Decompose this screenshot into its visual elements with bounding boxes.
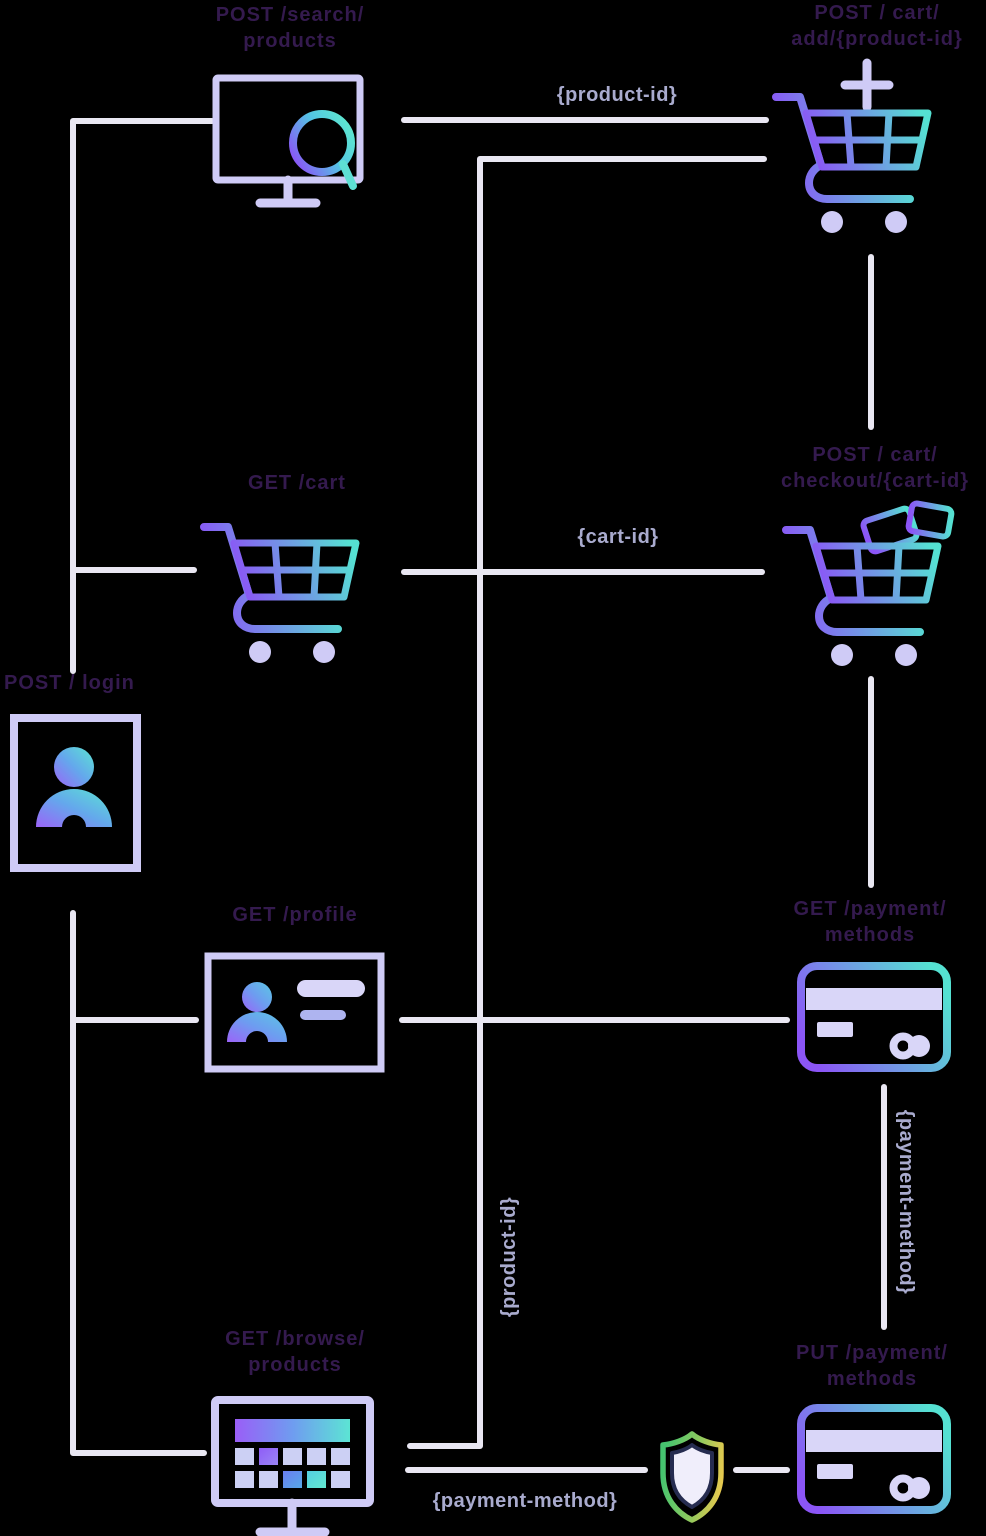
add-to-cart-icon: [772, 58, 932, 233]
search-endpoint-label: POST /search/ products: [215, 4, 365, 52]
product-id-vertical-edge-label: {product-id}: [498, 1196, 520, 1318]
connector-login-to-search: [70, 118, 215, 674]
credit-card-edit-icon: [797, 1404, 951, 1514]
cart-add-endpoint-label: POST / cart/ add/{product-id}: [791, 2, 963, 50]
get-payment-endpoint-label: GET /payment/ methods: [793, 898, 947, 946]
put-payment-endpoint-label: PUT /payment/ methods: [796, 1342, 948, 1390]
browse-endpoint-label: GET /browse/ products: [225, 1328, 365, 1376]
plus-icon: [840, 58, 894, 112]
profile-card-icon: [204, 952, 385, 1073]
browse-grid-monitor-icon: [211, 1396, 374, 1536]
shield-icon: [660, 1431, 724, 1523]
get-cart-endpoint-label: GET /cart: [248, 472, 346, 494]
payment-method-bottom-edge-label: {payment-method}: [432, 1490, 618, 1512]
cart-id-edge-label: {cart-id}: [577, 526, 659, 548]
connector-login-to-browse: [70, 910, 207, 1456]
checkout-endpoint-label: POST / cart/ checkout/{cart-id}: [780, 444, 970, 492]
payment-method-vertical-edge-label: {payment-method}: [895, 1109, 917, 1295]
search-monitor-icon: [212, 74, 364, 208]
connector-browse-to-cartadd-spine: [407, 156, 767, 1449]
login-endpoint-label: POST / login: [4, 672, 135, 694]
credit-card-icon: [797, 962, 951, 1072]
profile-endpoint-label: GET /profile: [232, 904, 358, 926]
cart-icon: [200, 523, 360, 663]
user-photo-icon: [10, 714, 141, 872]
card-text-line-icon: [297, 980, 365, 997]
card-text-line-icon: [300, 1010, 346, 1020]
checkout-cart-icon: [782, 500, 955, 666]
product-id-edge-label: {product-id}: [556, 84, 678, 106]
